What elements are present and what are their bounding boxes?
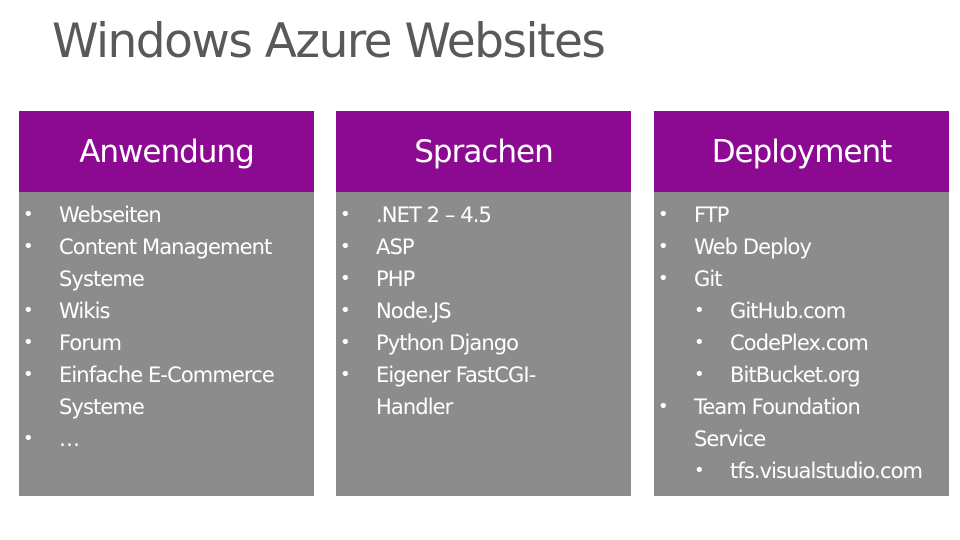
list-item-text: PHP	[376, 267, 415, 291]
list-item: • BitBucket.org	[654, 359, 949, 391]
column-header: Sprachen	[336, 111, 631, 192]
column-sprachen: Sprachen • .NET 2 – 4.5 • ASP • PHP • Node.JS • P…	[336, 111, 631, 496]
slide-title: Windows Azure Websites	[52, 14, 606, 69]
list-item-text: Einfache E-Commerce	[59, 363, 275, 387]
list-item: • tfs.visualstudio.com	[654, 455, 949, 487]
bullet-icon: •	[694, 300, 705, 321]
list-item-text: …	[59, 427, 80, 451]
list-item-text: Handler	[376, 395, 453, 419]
list-item: • Webseiten	[19, 199, 314, 231]
list-item: • CodePlex.com	[654, 327, 949, 359]
bullet-icon: •	[23, 428, 34, 449]
bullet-icon: •	[23, 236, 34, 257]
list-item-text: BitBucket.org	[730, 363, 861, 387]
bullet-icon: •	[658, 396, 669, 417]
bullet-icon: •	[658, 204, 669, 225]
bullet-icon: •	[340, 364, 351, 385]
list-item-text: GitHub.com	[730, 299, 846, 323]
column-deployment: Deployment • FTP • Web Deploy • Git • GitHub.co…	[654, 111, 949, 496]
list-item-text: Node.JS	[376, 299, 452, 323]
list-item-text: Content Management	[59, 235, 272, 259]
bullet-icon: •	[23, 204, 34, 225]
list-item: •…	[19, 423, 314, 455]
list-item-text: ASP	[376, 235, 415, 259]
bullet-icon: •	[658, 268, 669, 289]
list-item: • Web Deploy	[654, 231, 949, 263]
list-item: • FTP	[654, 199, 949, 231]
list-item-text: Service	[694, 427, 766, 451]
column-body: • .NET 2 – 4.5 • ASP • PHP • Node.JS • Python Dja…	[336, 192, 631, 496]
bullet-icon: •	[23, 332, 34, 353]
list-item-text: Python Django	[376, 331, 519, 355]
bullet-icon: •	[340, 332, 351, 353]
list-item: • Python Django	[336, 327, 631, 359]
bullet-icon: •	[340, 300, 351, 321]
list-item-text: Wikis	[59, 299, 110, 323]
list-item-text: FTP	[694, 203, 729, 227]
bullet-icon: •	[23, 300, 34, 321]
list-item: • Wikis	[19, 295, 314, 327]
bullet-icon: •	[340, 204, 351, 225]
bullet-icon: •	[658, 236, 669, 257]
list-item-text: Systeme	[59, 267, 145, 291]
bullet-icon: •	[694, 332, 705, 353]
list-item-text: tfs.visualstudio.com	[730, 459, 923, 483]
list-item: • Node.JS	[336, 295, 631, 327]
column-header: Anwendung	[19, 111, 314, 192]
column-header: Deployment	[654, 111, 949, 192]
list-item-text: Team Foundation	[694, 395, 861, 419]
list-item: • PHP	[336, 263, 631, 295]
bullet-icon: •	[340, 236, 351, 257]
list-item-text: Forum	[59, 331, 122, 355]
list-item-text: Git	[694, 267, 723, 291]
list-item: • GitHub.com	[654, 295, 949, 327]
bullet-icon: •	[694, 460, 705, 481]
bullet-icon: •	[694, 364, 705, 385]
list-item: • Git	[654, 263, 949, 295]
list-item-text: CodePlex.com	[730, 331, 869, 355]
list-item-text: Web Deploy	[694, 235, 812, 259]
list-item-text: .NET 2 – 4.5	[376, 203, 492, 227]
list-item-text: Webseiten	[59, 203, 162, 227]
list-item: • Forum	[19, 327, 314, 359]
column-body: • FTP • Web Deploy • Git • GitHub.com • CodePlex.…	[654, 192, 949, 496]
bullet-icon: •	[23, 364, 34, 385]
bullet-icon: •	[340, 268, 351, 289]
list-item-text: Eigener FastCGI-	[376, 363, 536, 387]
list-item: • Eigener FastCGI- Handler	[336, 359, 631, 423]
list-item: • .NET 2 – 4.5	[336, 199, 631, 231]
list-item-text: Systeme	[59, 395, 145, 419]
list-item: • ASP	[336, 231, 631, 263]
